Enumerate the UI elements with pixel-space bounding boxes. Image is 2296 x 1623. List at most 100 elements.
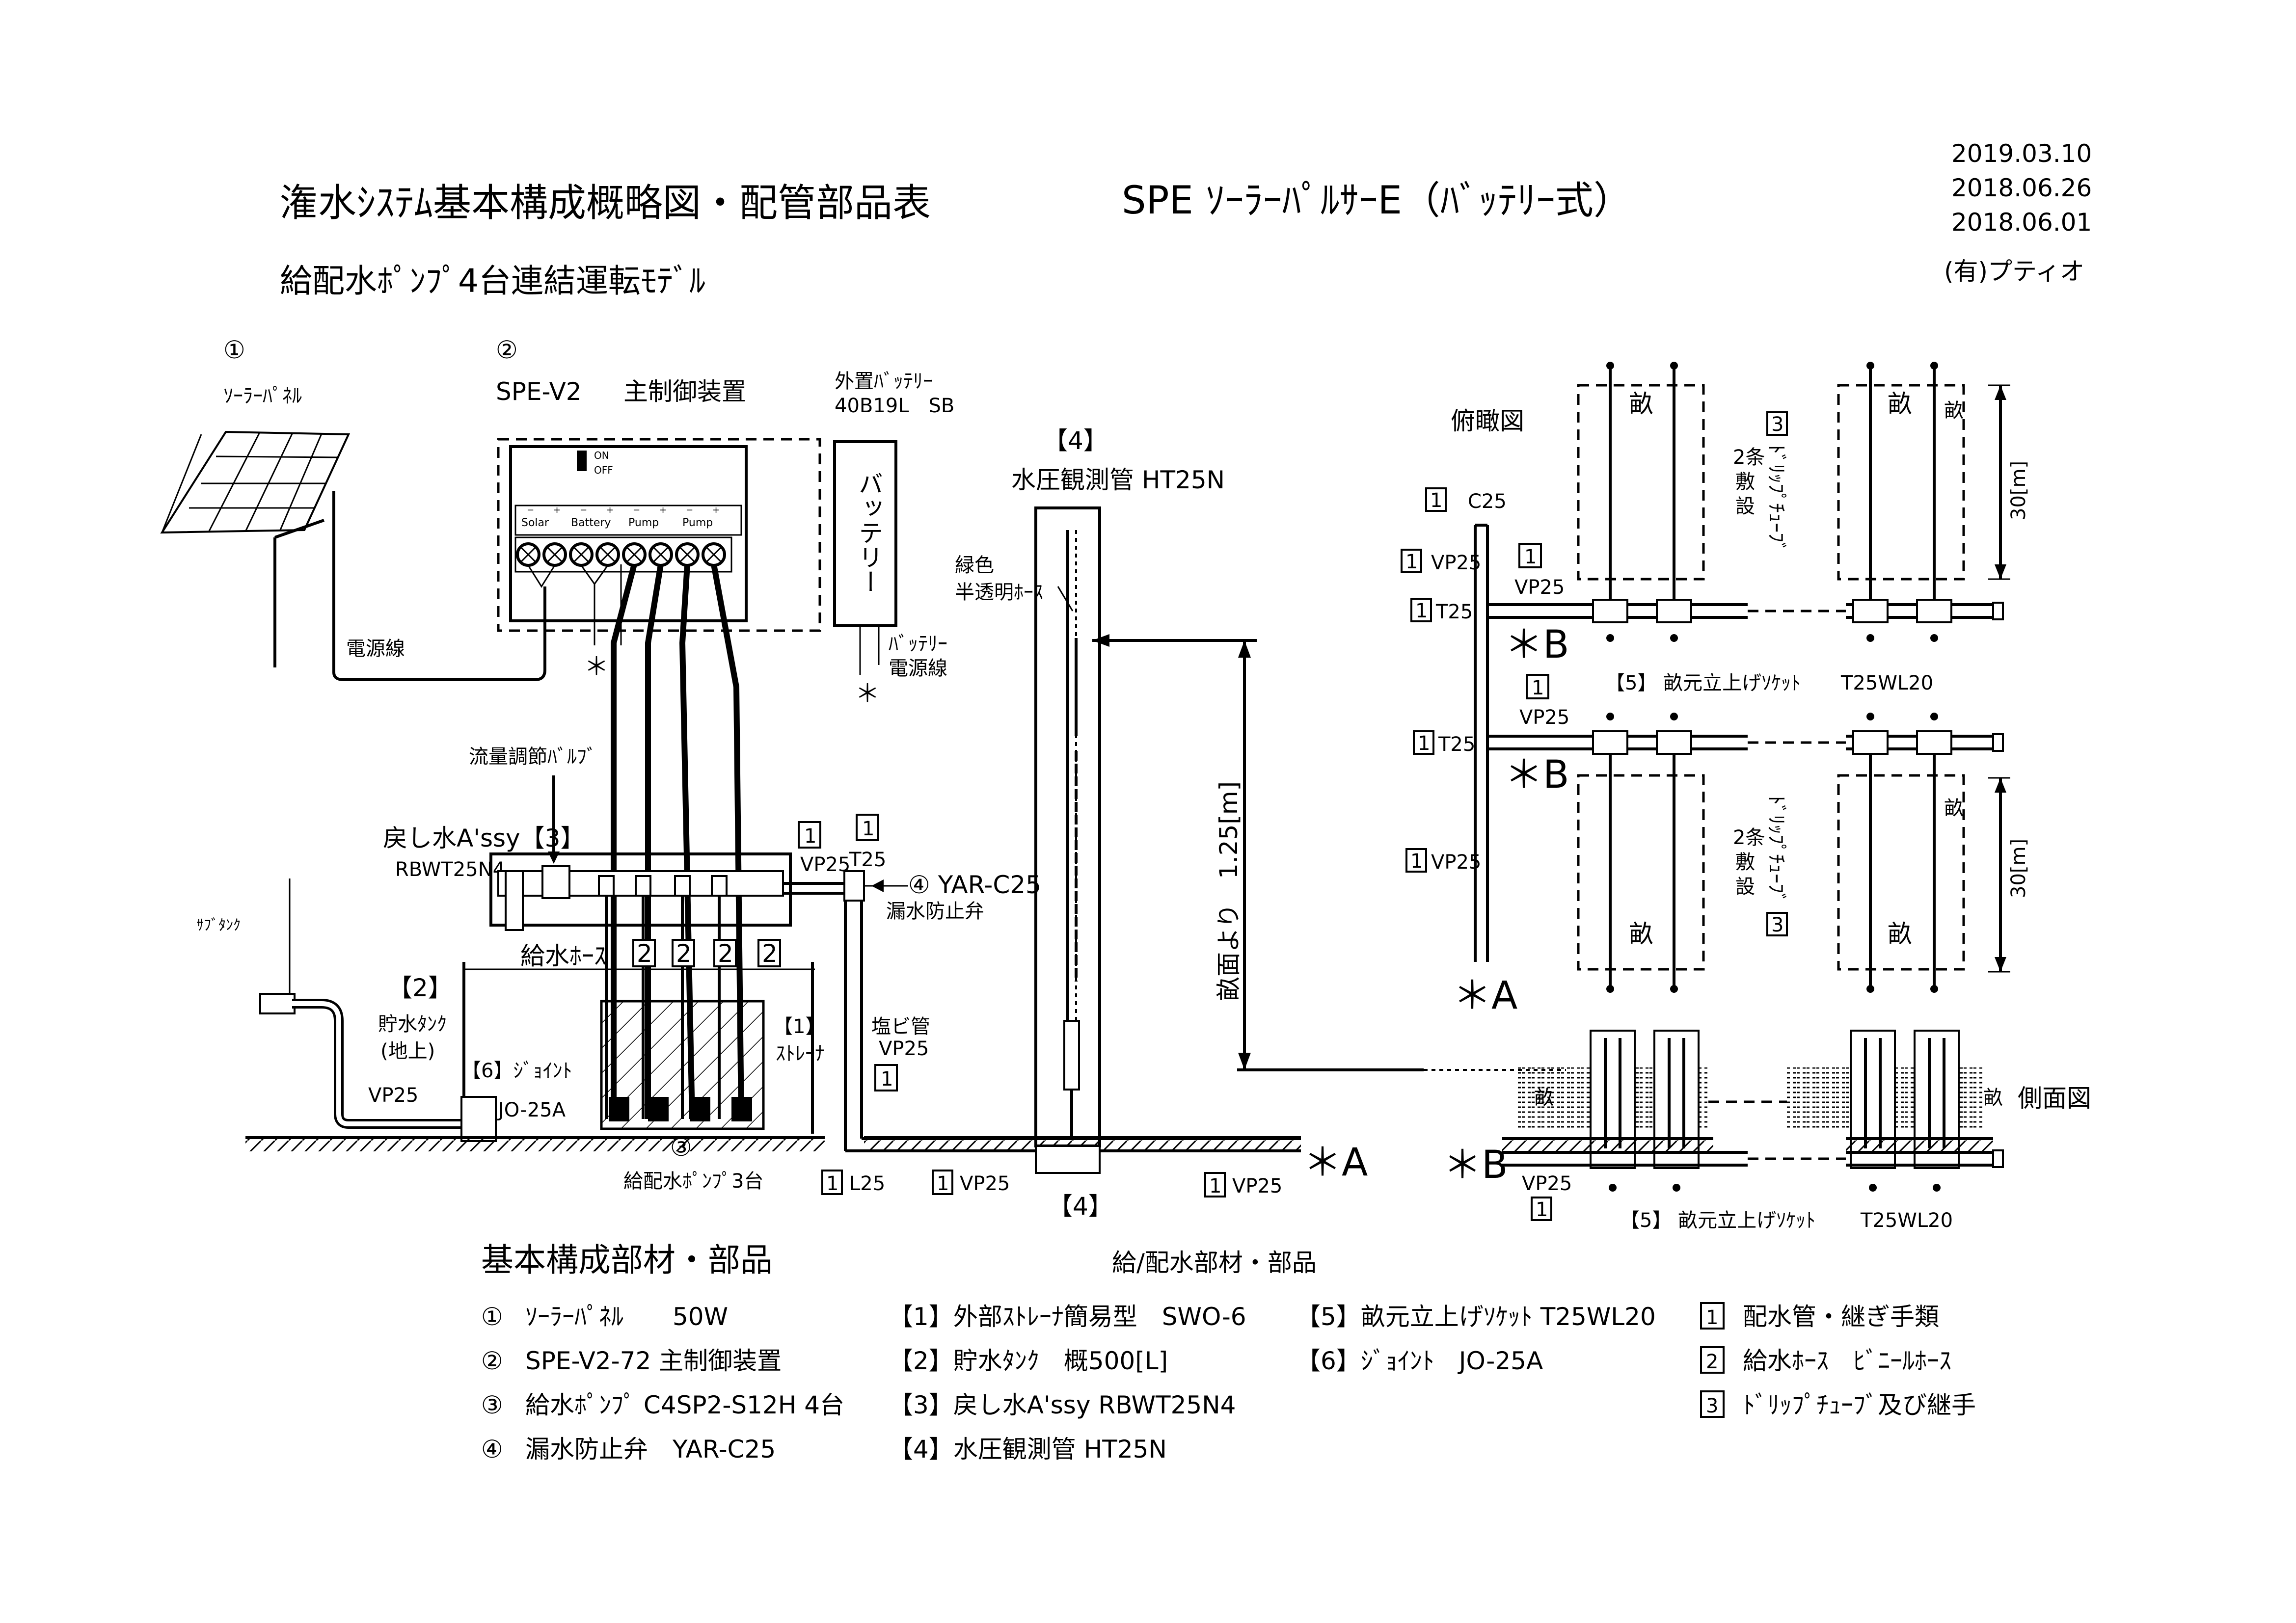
l25-label: L25 [849,1172,885,1195]
tee-pipe-tag: 1 [862,818,874,840]
hose-tag-number: 2 [676,939,692,968]
terminal-polarity: + [712,505,720,515]
drip-tube-label: ﾄﾞﾘｯﾌﾟﾁｭｰﾌﾞ [1765,795,1787,903]
parts-list: 基本構成部材・部品 給/配水部材・部品 ① ｿｰﾗｰﾊﾟﾈﾙ 50W ② SPE… [481,1241,1976,1463]
ridge [1837,774,1965,971]
star-b-marker: ＊B [1505,623,1569,667]
star-b-marker: ＊B [1505,753,1569,797]
legend-text: 配水管・継ぎ手類 [1743,1303,1939,1331]
pumps [609,1097,752,1121]
battery-cable-label: ﾊﾞｯﾃﾘｰ [889,633,947,655]
hose-tags: 2 2 2 2 [632,939,781,968]
plan-vp25-label: VP25 [1431,851,1481,874]
terminal-polarity: − [633,505,640,515]
side-tag: 1 [1536,1198,1548,1221]
side-ridge-label: 畝 [1983,1087,2003,1109]
product-name: SPE ｿｰﾗｰﾊﾟﾙｻｰE（ﾊﾞｯﾃﾘｰ式） [1122,179,1632,223]
plan-tag: 1 [1415,600,1428,622]
pvc-label: 塩ビ管 [871,1015,930,1038]
strainer-label: ｽﾄﾚｰﾅ [776,1042,825,1065]
basic-part-num: ② [481,1347,503,1375]
terminal-pump1-label: Pump [628,517,659,529]
side-ridge-label: 畝 [1534,1087,1554,1109]
supply-part: 【2】貯水ﾀﾝｸ 概500[L] [889,1347,1168,1375]
tee-t25-label: T25 [849,849,886,871]
riser-label: 【5】 畝元立上げｿｹｯﾄ [1605,672,1801,694]
company-name: (有)プティオ [1944,257,2084,286]
power-switch [577,451,587,471]
terminal-solar-label: Solar [521,517,549,529]
legend-num: 3 [1706,1395,1718,1417]
vp25-pipe-label: VP25 [960,1172,1010,1195]
terminal-polarity: + [659,505,667,515]
plan-vp25-label: VP25 [1431,552,1481,574]
controller: ② SPE-V2 主制御装置 ON OFF − + − + − + − + So… [496,336,821,645]
flow-valve-label: 流量調節ﾊﾞﾙﾌﾞ [469,745,596,768]
check-valve-label: ④ YAR-C25 [908,871,1041,899]
pumps-label: 給配水ﾎﾟﾝﾌﾟ3台 [623,1170,763,1193]
side-riser-label: 【5】 畝元立上げｿｹｯﾄ [1620,1209,1815,1232]
basic-part-text: 給水ﾎﾟﾝﾌﾟ C4SP2-S12H 4台 [525,1391,844,1419]
drip-tube-label: ﾄﾞﾘｯﾌﾟﾁｭｰﾌﾞ [1765,444,1787,552]
ridge [1577,384,1705,581]
length-label: 30[m] [2007,461,2030,520]
legend-num: 1 [1706,1306,1718,1329]
legend-num: 2 [1706,1351,1718,1373]
vp25-tag: 1 [937,1172,949,1195]
solar-cable-label: 電源線 [346,638,405,660]
star-a-marker: ＊A [1303,1141,1368,1185]
controller-model: SPE-V2 [496,377,582,406]
page-subtitle: 給配水ﾎﾟﾝﾌﾟ4台連結運転ﾓﾃﾞﾙ [280,262,705,300]
ridge-label: 畝 [1888,390,1912,418]
basic-part-num: ④ [481,1435,503,1463]
gauge-number: 【4】 [1043,426,1108,455]
battery-body-label: バッテリー [855,471,883,594]
plan-vp25-label: VP25 [1519,706,1569,729]
hose-tag-number: 2 [718,939,733,968]
side-star-b: ＊B [1443,1143,1508,1187]
date-1: 2019.03.10 [1951,139,2092,168]
drip-lines-label: 敷 [1735,851,1755,874]
cap-label: C25 [1468,490,1507,513]
basic-part-text: ｿｰﾗｰﾊﾟﾈﾙ 50W [525,1303,728,1331]
ridge-label: 畝 [1629,390,1653,418]
supply-part: 【3】戻し水A'ssy RBWT25N4 [889,1391,1236,1419]
switch-on-label: ON [594,450,609,461]
date-2: 2018.06.26 [1951,174,2092,202]
supply-part: 【1】外部ｽﾄﾚｰﾅ簡易型 SWO-6 [889,1303,1246,1331]
gauge-title: 水圧観測管 HT25N [1011,466,1225,494]
terminal-polarity: − [580,505,587,515]
controller-number: ② [496,336,518,364]
drip-tag: 3 [1771,914,1783,936]
terminal-polarity: + [606,505,614,515]
strainer-number: 【1】 [773,1015,825,1038]
drip-lines-label: 設 [1735,495,1755,518]
tank-vp25-label: VP25 [368,1084,418,1107]
page-title: 潅水ｼｽﾃﾑ基本構成概略図・配管部品表 [280,181,931,225]
side-title: 側面図 [2018,1084,2091,1113]
pvc-model: VP25 [879,1038,929,1060]
gauge-bottom-number: 【4】 [1048,1192,1113,1221]
return-vp25-label: VP25 [800,853,850,876]
side-riser-model: T25WL20 [1860,1209,1953,1232]
pressure-gauge: 【4】 水圧観測管 HT25N 緑色 半透明ﾎｰｽ 【4】 [955,426,1225,1221]
ridge-label: 畝 [1629,920,1653,948]
controller-label: 主制御装置 [623,377,746,406]
battery: 外置ﾊﾞｯﾃﾘｰ 40B19L SB バッテリー ﾊﾞｯﾃﾘｰ 電源線 ＊ [833,370,954,708]
plan-view: 俯瞰図 1 C25 1 VP25 1 VP25 1 T25 ＊B 1 VP25 … [1401,362,2030,1018]
basic-part-text: 漏水防止弁 YAR-C25 [525,1435,776,1463]
solar-panel: ① ｿｰﾗｰﾊﾟﾈﾙ [160,336,351,672]
supply-part: 【6】ｼﾞｮｲﾝﾄ JO-25A [1296,1347,1543,1375]
star-a-marker: ＊A [1453,974,1517,1018]
basic-part-num: ① [481,1303,503,1331]
side-view: 畝 畝 側面図 ＊B VP25 1 【5】 畝元立上げ [1443,1030,2091,1232]
supply-hoses [605,896,721,1119]
terminal-pump2-label: Pump [682,517,713,529]
joint-model: JO-25A [497,1099,566,1121]
battery-model: 40B19L SB [835,395,954,417]
tank-assembly: 流量調節ﾊﾞﾙﾌﾞ 戻し水A'ssy【3】 RBWT25N4 ｻﾌﾞﾀﾝｸ 【2… [196,745,1041,1195]
terminal-battery-label: Battery [571,517,611,529]
terminal-polarity: − [527,505,534,515]
length-label: 30[m] [2007,839,2030,898]
